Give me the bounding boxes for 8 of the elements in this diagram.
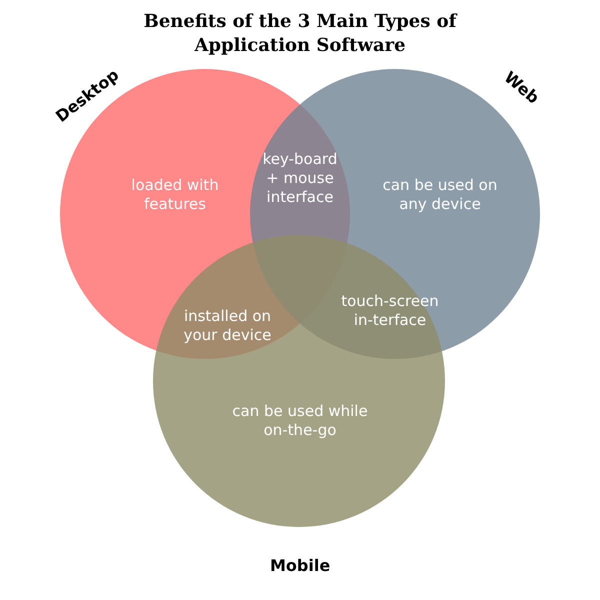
overlap-text: installed on your device (182, 307, 272, 345)
circle-text: loaded with features (130, 176, 220, 214)
overlap-text: key-board + mouse interface (262, 150, 338, 207)
overlap-text: touch-screen in-terface (340, 292, 440, 330)
circle-text: can be used on any device (382, 176, 498, 214)
diagram-title: Benefits of the 3 Main Types of Application Software (142, 10, 458, 58)
set-label: Mobile (270, 556, 330, 575)
circle-text: can be used while on-the-go (231, 402, 369, 440)
